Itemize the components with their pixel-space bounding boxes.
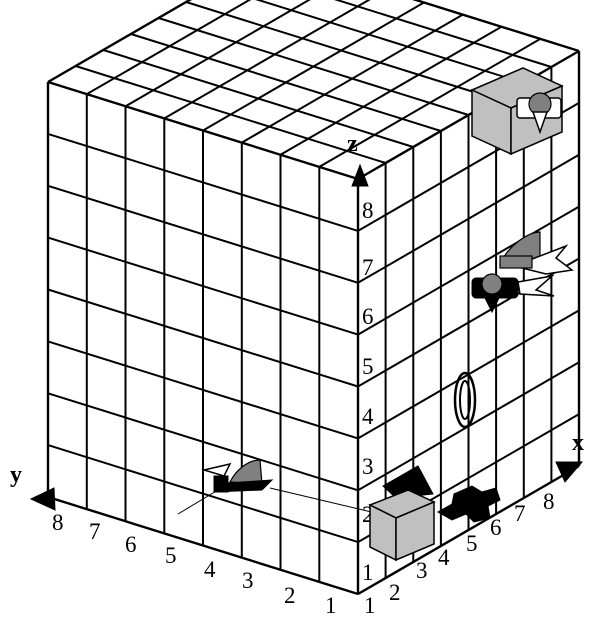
ship-icon [204, 460, 272, 492]
y-tick-label: 5 [165, 543, 177, 568]
x-tick-label: 8 [543, 489, 555, 514]
rocket-icon [472, 274, 554, 312]
y-tick-label: 6 [125, 532, 137, 557]
z-tick-label: 1 [362, 560, 374, 585]
x-tick-label: 1 [364, 593, 376, 618]
y-tick-label: 7 [89, 519, 101, 544]
reference-line [178, 490, 218, 514]
x-tick-label: 4 [438, 545, 450, 570]
ship-icon [500, 232, 572, 274]
x-axis-arrow-icon [556, 462, 582, 482]
y-tick-label: 1 [325, 593, 337, 618]
y-axis-arrow-icon [31, 488, 55, 510]
x-axis-label: x [572, 430, 584, 456]
y-tick-label: 4 [204, 557, 216, 582]
z-tick-label: 4 [362, 404, 374, 429]
x-tick-label: 2 [389, 580, 401, 605]
y-tick-label: 2 [284, 583, 296, 608]
x-tick-label: 3 [416, 558, 428, 583]
y-tick-label: 3 [242, 568, 254, 593]
z-tick-label: 6 [362, 304, 374, 329]
z-tick-label: 8 [362, 198, 374, 223]
left-face-grid [48, 94, 358, 582]
z-tick-label: 3 [362, 454, 374, 479]
z-axis-label: z [347, 131, 358, 157]
z-tick-label: 7 [362, 255, 374, 280]
small-cube-icon [370, 490, 434, 560]
x-tick-label: 7 [514, 501, 526, 526]
grid-line [164, 0, 385, 118]
x-tick-label: 5 [466, 531, 478, 556]
cube-edge [48, 0, 269, 82]
ring-icon [455, 373, 475, 427]
x-tick-label: 6 [490, 515, 502, 540]
y-tick-label: 8 [52, 510, 64, 535]
y-axis-label: y [10, 462, 22, 488]
z-tick-label: 5 [362, 354, 374, 379]
